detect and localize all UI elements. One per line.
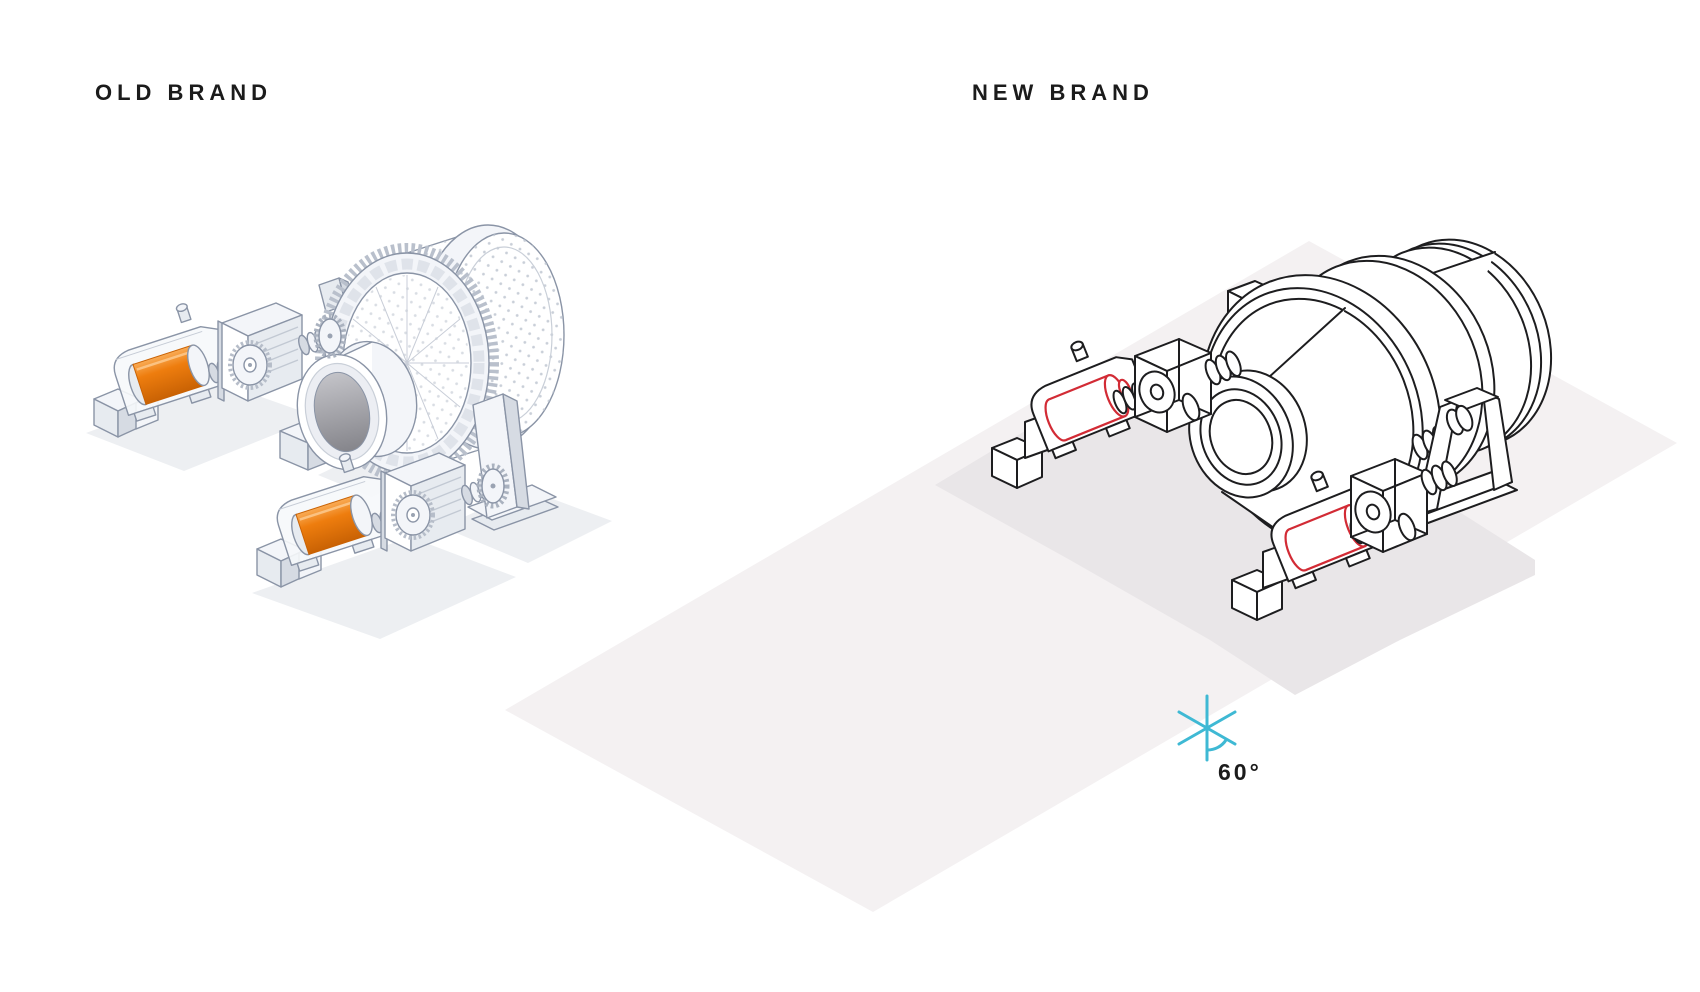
vent-stack <box>1070 340 1089 363</box>
trunnion <box>1188 307 1346 531</box>
output-coupling <box>1420 460 1458 496</box>
old-brand-illustration <box>86 224 612 639</box>
vent-stack <box>1310 470 1329 493</box>
journal-bearing <box>1445 404 1474 436</box>
old-brand-title: OLD BRAND <box>95 80 272 105</box>
isometric-asterisk-icon <box>1177 694 1237 762</box>
lower-drive-train <box>1231 458 1458 621</box>
gearbox <box>1134 338 1212 433</box>
new-brand-title: NEW BRAND <box>972 80 1154 105</box>
mill-drum <box>315 224 565 483</box>
upper-drive-train <box>991 338 1242 489</box>
ground-shadows <box>86 383 612 639</box>
gearbox <box>1350 458 1428 553</box>
new-brand-illustration: 60° <box>505 238 1677 912</box>
angle-label: 60° <box>1218 759 1262 785</box>
motor <box>1030 340 1154 460</box>
output-coupling <box>1204 350 1242 386</box>
ring-gear <box>315 243 499 483</box>
machine-shadow <box>935 370 1535 695</box>
trunnion <box>296 340 418 471</box>
